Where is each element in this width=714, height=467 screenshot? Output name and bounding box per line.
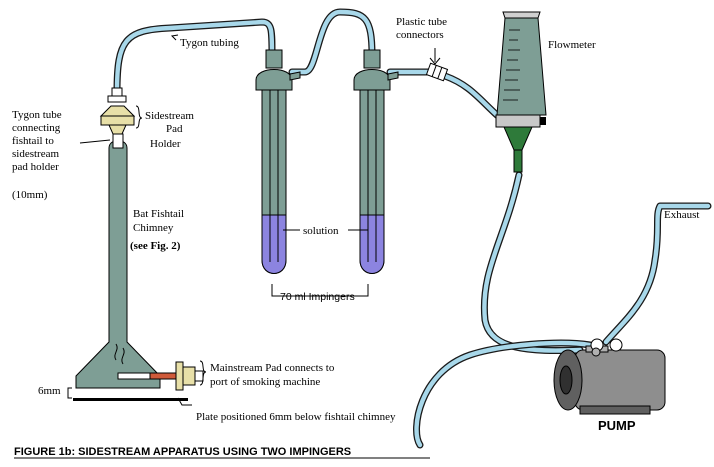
plate — [67, 387, 188, 401]
label-impingers: 70 ml Impingers — [280, 291, 355, 303]
label-plate-positioned: Plate positioned 6mm below fishtail chim… — [196, 411, 396, 423]
pump — [553, 338, 666, 415]
label-tygon-tube-line5: pad holder — [12, 161, 59, 173]
label-tygon-tubing: Tygon tubing — [180, 37, 239, 49]
label-tygon-tube-line2: connecting — [12, 122, 61, 134]
label-bat-fishtail-line2: Chimney — [133, 222, 174, 234]
impinger-2 — [353, 49, 399, 274]
label-plastic-tube-connectors-line2: connectors — [396, 29, 444, 41]
label-solution: solution — [303, 225, 339, 237]
label-6mm: 6mm — [38, 385, 61, 397]
impinger-1 — [255, 49, 301, 274]
bat-fishtail-chimney — [75, 133, 161, 389]
figure-caption: FIGURE 1b: SIDESTREAM APPARATUS USING TW… — [14, 446, 351, 458]
label-mainstream-pad-line1: Mainstream Pad connects to — [210, 362, 335, 374]
label-mainstream-pad-line2: port of smoking machine — [210, 376, 320, 388]
label-bat-fishtail-line1: Bat Fishtail — [133, 208, 184, 220]
label-tygon-tube-line3: fishtail to — [12, 135, 54, 147]
label-flowmeter: Flowmeter — [548, 39, 596, 51]
sidestream-pad-holder — [99, 87, 136, 135]
flowmeter — [495, 11, 547, 173]
label-exhaust: Exhaust — [664, 209, 699, 221]
label-sidestream-pad-holder-line1: Sidestream — [145, 110, 194, 122]
label-sidestream-pad-holder-line3: Holder — [150, 138, 181, 150]
plastic-tube-connector — [425, 62, 449, 82]
label-see-fig: (see Fig. 2) — [130, 240, 181, 252]
leader-lines — [79, 34, 441, 406]
label-pump: PUMP — [598, 418, 636, 433]
label-tygon-tube-line4: sidestream — [12, 148, 59, 160]
label-tygon-tube-line6: (10mm) — [12, 189, 48, 201]
label-plastic-tube-connectors-line1: Plastic tube — [396, 16, 447, 28]
label-tygon-tube-line1: Tygon tube — [12, 109, 62, 121]
label-sidestream-pad-holder-line2: Pad — [166, 123, 183, 135]
